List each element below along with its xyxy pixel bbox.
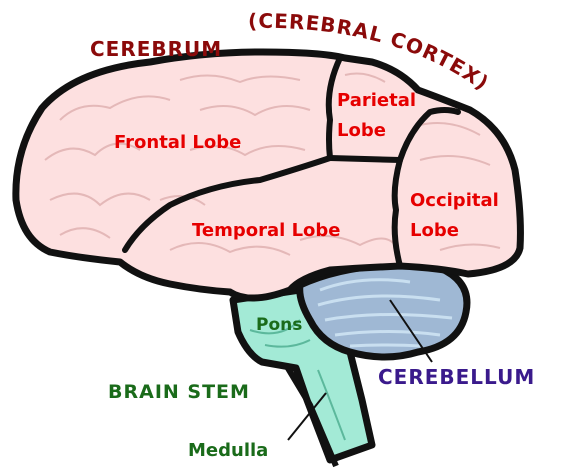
parietal-lobe-label-1: Parietal bbox=[337, 90, 416, 111]
parietal-lobe-label-2: Lobe bbox=[337, 120, 386, 141]
gyri-texture bbox=[44, 72, 501, 256]
pons-label: Pons bbox=[256, 315, 302, 335]
brain-stem-label: BRAIN STEM bbox=[108, 381, 250, 403]
occipital-lobe-label-2: Lobe bbox=[410, 220, 459, 241]
lobe-dividers bbox=[122, 55, 461, 269]
frontal-lobe-label: Frontal Lobe bbox=[114, 132, 241, 153]
medulla-shape bbox=[283, 363, 339, 468]
medulla-pointer bbox=[287, 392, 327, 441]
cerebellum-label: CEREBELLUM bbox=[378, 365, 535, 389]
temporal-lobe-label: Temporal Lobe bbox=[192, 220, 341, 241]
medulla-label: Medulla bbox=[188, 440, 268, 461]
cerebellum-pointer bbox=[389, 299, 433, 363]
occipital-lobe-label-1: Occipital bbox=[410, 190, 499, 211]
cerebrum-title: CEREBRUM bbox=[90, 37, 222, 61]
